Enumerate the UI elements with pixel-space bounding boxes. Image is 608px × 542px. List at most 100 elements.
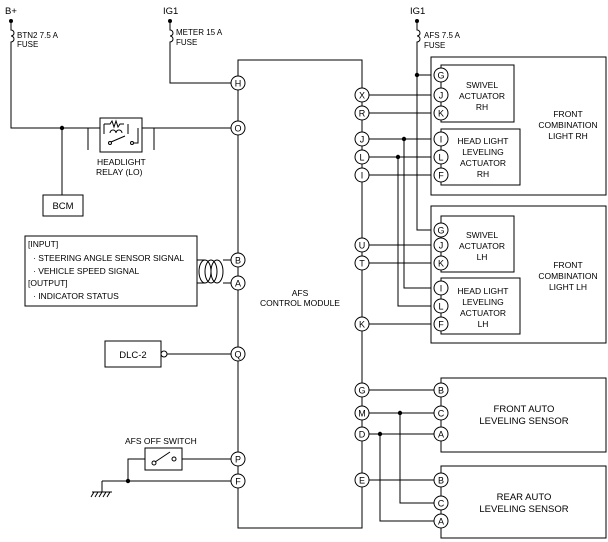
lev-lh-label-3: ACTUATOR	[460, 308, 506, 318]
lh-swivel-pin-2-circle	[433, 255, 449, 271]
rh-swivel-pin-0-circle	[433, 67, 449, 83]
afs-control-module: AFS CONTROL MODULE	[237, 59, 363, 529]
ig1-right-label: IG1	[410, 6, 425, 17]
front-sensor-pin-0-circle	[433, 382, 449, 398]
module-pin-left-1: O	[234, 124, 241, 134]
afs-fuse: AFS 7.5 A FUSE	[416, 21, 461, 50]
rh-leveling-pin-1: L	[438, 153, 443, 163]
output-indicator: · INDICATOR STATUS	[33, 291, 119, 301]
front-sensor-label-1: FRONT AUTO	[494, 404, 555, 415]
swivel-lh-label-1: SWIVEL	[466, 230, 498, 240]
front-rh-title-1: FRONT	[553, 109, 582, 119]
front-sensor-pin-1: C	[438, 409, 445, 419]
front-lh-title-1: FRONT	[553, 260, 582, 270]
module-pin-right-3-circle	[354, 149, 370, 165]
module-pin-right-1-circle	[354, 105, 370, 121]
module-pin-right-7: K	[359, 320, 365, 330]
leveling-actuator-rh	[440, 128, 521, 186]
lh-swivel-pin-0-circle	[433, 222, 449, 238]
rear-sensor-pin-2-circle	[433, 513, 449, 529]
input-output-box: [INPUT] · STEERING ANGLE SENSOR SIGNAL ·…	[24, 235, 198, 307]
front-sensor-pin-2: A	[438, 430, 444, 440]
module-pin-right-4: I	[361, 171, 364, 181]
module-pin-right-9: M	[358, 409, 366, 419]
rear-sensor-pin-2: A	[438, 517, 444, 527]
swivel-rh-label-3: RH	[476, 102, 488, 112]
module-label-1: AFS	[292, 288, 309, 298]
front-auto-leveling-sensor: FRONT AUTO LEVELING SENSOR	[440, 377, 607, 453]
input-speed: · VEHICLE SPEED SIGNAL	[33, 266, 140, 276]
lev-rh-label-3: ACTUATOR	[460, 158, 506, 168]
front-lh-title-2: COMBINATION	[538, 271, 597, 281]
module-pin-left-1-circle	[230, 120, 246, 136]
module-pin-left-6-circle	[230, 473, 246, 489]
lh-leveling-pin-2: F	[438, 320, 444, 330]
module-pin-right-0-circle	[354, 87, 370, 103]
module-pin-left-5-circle	[230, 451, 246, 467]
front-sensor-pin-1-circle	[433, 405, 449, 421]
rh-swivel-pin-0: G	[437, 71, 444, 81]
module-pin-left-5: P	[235, 455, 241, 465]
swivel-actuator-rh	[440, 64, 515, 123]
swivel-rh-label-1: SWIVEL	[466, 80, 498, 90]
meter-fuse: METER 15 A FUSE	[169, 21, 223, 47]
leveling-actuator-lh	[440, 277, 521, 335]
module-pin-left-0: H	[235, 79, 242, 89]
lev-rh-label-1: HEAD LIGHT	[457, 136, 508, 146]
rear-sensor-pin-1: C	[438, 499, 445, 509]
swivel-rh-label-2: ACTUATOR	[459, 91, 505, 101]
front-sensor-pin-0: B	[438, 386, 444, 396]
module-pin-right-2: J	[360, 135, 365, 145]
module-pin-right-9-circle	[354, 405, 370, 421]
afs-fuse-label-1: AFS 7.5 A	[424, 31, 461, 40]
rh-leveling-pin-1-circle	[433, 149, 449, 165]
lh-swivel-pin-1-circle	[433, 237, 449, 253]
lh-leveling-pin-1-circle	[433, 298, 449, 314]
relay-label-1: HEADLIGHT	[97, 157, 146, 167]
swivel-actuator-lh	[440, 215, 515, 273]
module-pin-left-3: A	[235, 279, 241, 289]
module-pin-right-2-circle	[354, 131, 370, 147]
module-pin-right-7-circle	[354, 316, 370, 332]
module-pin-right-6: T	[359, 259, 365, 269]
front-sensor-pin-2-circle	[433, 426, 449, 442]
rear-sensor-pin-1-circle	[433, 495, 449, 511]
lh-swivel-pin-1: J	[439, 241, 444, 251]
rh-swivel-pin-1-circle	[433, 87, 449, 103]
module-pin-right-5: U	[359, 241, 366, 251]
lev-lh-label-4: LH	[478, 319, 489, 329]
headlight-relay: HEADLIGHT RELAY (LO)	[87, 117, 155, 177]
btn2-fuse-label-1: BTN2 7.5 A	[17, 31, 59, 40]
module-pin-right-11-circle	[354, 472, 370, 488]
rh-swivel-pin-2: K	[438, 109, 444, 119]
module-label-2: CONTROL MODULE	[260, 298, 340, 308]
bcm-label: BCM	[52, 201, 73, 212]
module-pin-right-8: G	[358, 386, 365, 396]
front-rh-title-3: LIGHT RH	[548, 131, 588, 141]
module-pin-right-6-circle	[354, 255, 370, 271]
front-lh-title-3: LIGHT LH	[549, 282, 587, 292]
module-pin-left-4: Q	[234, 350, 241, 360]
afs-off-switch: AFS OFF SWITCH	[125, 436, 238, 481]
rear-sensor-pin-0-circle	[433, 472, 449, 488]
module-pin-left-4-circle	[230, 346, 246, 362]
ground-symbol	[90, 481, 112, 498]
meter-fuse-label-1: METER 15 A	[176, 28, 223, 37]
module-pin-right-0: X	[359, 91, 365, 101]
lh-leveling-pin-0: I	[440, 284, 443, 294]
lh-swivel-pin-2: K	[438, 259, 444, 269]
module-pin-left-0-circle	[230, 75, 246, 91]
rh-leveling-pin-0: I	[440, 135, 443, 145]
rh-leveling-pin-0-circle	[433, 131, 449, 147]
module-pin-right-5-circle	[354, 237, 370, 253]
swivel-lh-label-3: LH	[477, 252, 488, 262]
rh-leveling-pin-2-circle	[433, 167, 449, 183]
rear-auto-leveling-sensor: REAR AUTO LEVELING SENSOR	[440, 465, 607, 539]
btn2-fuse: BTN2 7.5 A FUSE	[10, 21, 59, 49]
meter-fuse-label-2: FUSE	[176, 38, 197, 47]
lev-lh-label-1: HEAD LIGHT	[457, 286, 508, 296]
relay-label-2: RELAY (LO)	[96, 167, 143, 177]
rear-sensor-label-2: LEVELING SENSOR	[479, 504, 568, 515]
module-pin-right-8-circle	[354, 382, 370, 398]
